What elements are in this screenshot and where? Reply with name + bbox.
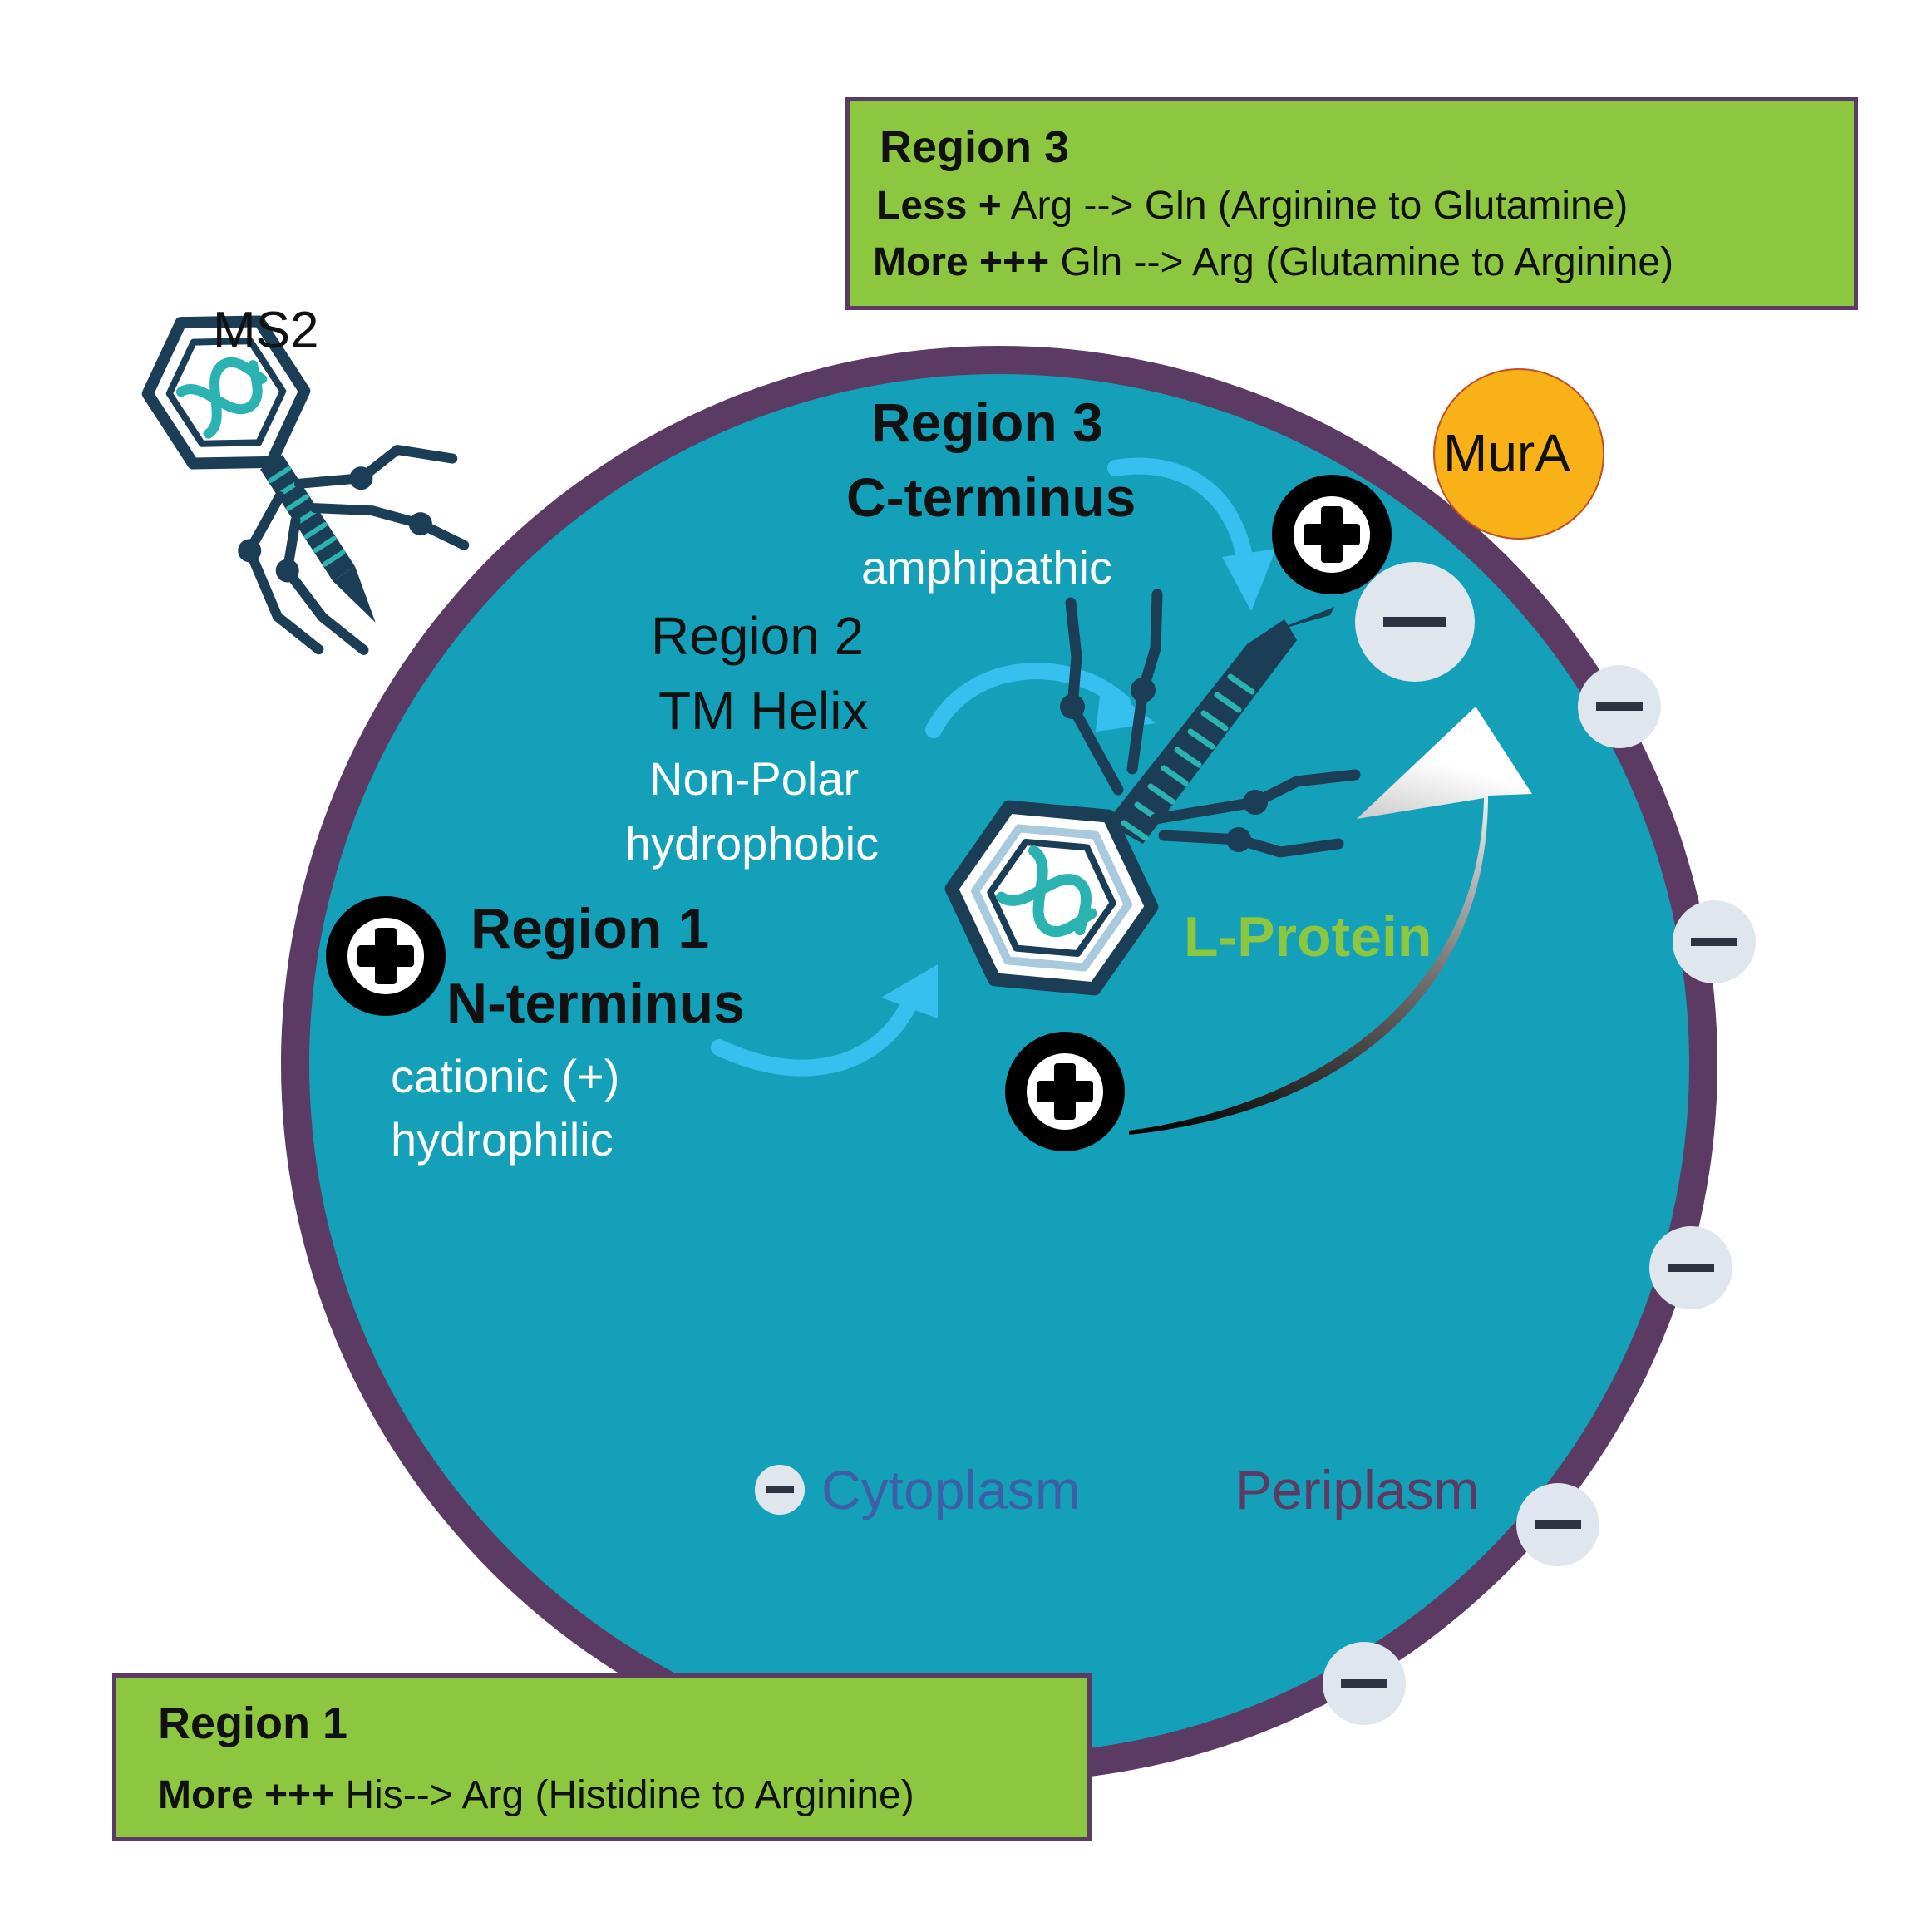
region1-title: Region 1 (471, 897, 710, 960)
minus-charge-icon (1649, 1226, 1732, 1309)
ms2-label: MS2 (213, 302, 319, 359)
plus-charge-icon-region1 (326, 896, 446, 1016)
region2-property2: hydrophobic (625, 817, 880, 870)
blue-arrows (711, 457, 1276, 1077)
region3-property: amphipathic (861, 541, 1112, 594)
region1-arrow (711, 993, 919, 1077)
minus-charge-icon (1323, 1642, 1406, 1725)
phage-icon-ms2 (141, 315, 470, 655)
region1-arrow-head (881, 964, 938, 1018)
region3-info-line2-bold: More +++ (873, 240, 1050, 284)
region2-arrow (925, 663, 1131, 738)
region1-info-box: Region 1 More +++ His--> Arg (Histidine … (112, 1673, 1092, 1841)
mura-label: MurA (1443, 423, 1570, 483)
periplasm-label: Periplasm (1235, 1459, 1480, 1520)
region1-property1: cationic (+) (391, 1050, 620, 1102)
region3-info-line2: More +++ Gln --> Arg (Glutamine to Argin… (873, 239, 1673, 285)
dna-icon (175, 357, 268, 439)
membrane-minus-charges (1323, 562, 1756, 1725)
region3-arrow-head (1222, 549, 1276, 611)
region1-info-title: Region 1 (158, 1698, 348, 1748)
region1-name: N-terminus (446, 972, 745, 1035)
minus-charge-icon (1516, 1483, 1599, 1566)
cell-cytoplasm (309, 374, 1689, 1754)
region3-name: C-terminus (846, 466, 1136, 528)
region3-info-line1-bold: Less + (876, 184, 1002, 228)
minus-charge-icon-cytoplasm (755, 1465, 805, 1515)
region1-info-line1-text: His--> Arg (Histidine to Arginine) (334, 1773, 914, 1817)
region3-title: Region 3 (871, 392, 1103, 453)
region1-info-line1: More +++ His--> Arg (Histidine to Argini… (158, 1772, 914, 1818)
plus-charge-icon-lower (1005, 1032, 1125, 1151)
region2-property1: Non-Polar (649, 752, 860, 805)
lprotein-label: L-Protein (1184, 905, 1432, 968)
curved-arrow-icon (1129, 707, 1532, 1135)
cytoplasm-label: Cytoplasm (821, 1459, 1081, 1520)
plus-charge-icon-region3 (1272, 475, 1392, 594)
phage-icon-lprotein (944, 800, 1159, 996)
minus-charge-icon (1673, 900, 1756, 983)
region3-arrow (1107, 457, 1255, 582)
lprotein-tail (1060, 589, 1361, 858)
dna-icon (996, 845, 1097, 938)
region3-info-title: Region 3 (880, 122, 1070, 172)
region3-info-line1: Less + Arg --> Gln (Arginine to Glutamin… (876, 183, 1628, 229)
region3-info-line1-text: Arg --> Gln (Arginine to Glutamine) (1001, 184, 1629, 228)
region3-info-line2-text: Gln --> Arg (Glutamine to Arginine) (1049, 240, 1674, 284)
region2-name: TM Helix (658, 681, 869, 741)
minus-charge-icon-large (1355, 562, 1475, 682)
region1-property2: hydrophilic (391, 1113, 614, 1166)
region3-info-box: Region 3 Less + Arg --> Gln (Arginine to… (845, 97, 1858, 310)
region2-title: Region 2 (651, 606, 865, 666)
region1-info-line1-bold: More +++ (158, 1773, 335, 1817)
minus-charge-icon (1578, 665, 1661, 748)
mura-circle (1433, 368, 1604, 540)
